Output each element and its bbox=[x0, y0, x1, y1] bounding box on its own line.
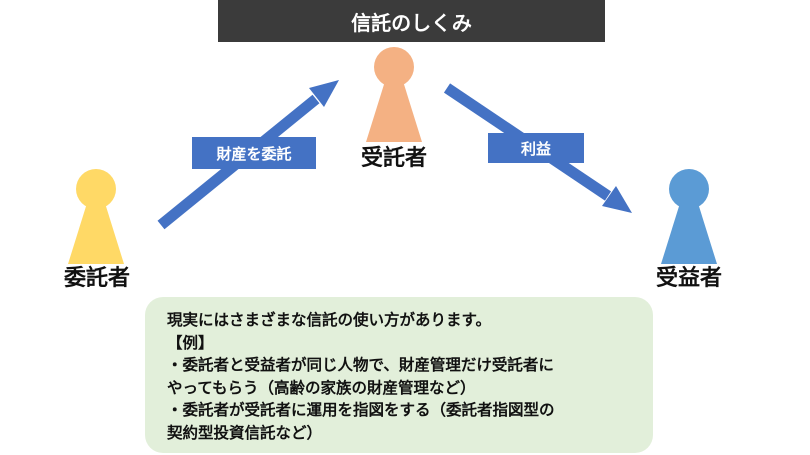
trustee-figure bbox=[366, 47, 422, 142]
settlor-figure bbox=[68, 169, 124, 264]
settlor-body bbox=[68, 203, 124, 264]
note-line: やってもらう（高齢の家族の財産管理など） bbox=[167, 378, 476, 397]
trustee-head bbox=[374, 47, 414, 87]
note-line: ・委託者と受益者が同じ人物で、財産管理だけ受託者に bbox=[167, 356, 554, 374]
beneficiary-figure bbox=[661, 169, 717, 264]
settlor-head bbox=[76, 169, 116, 209]
diagram-title: 信託のしくみ bbox=[218, 0, 605, 42]
note-line: ・委託者が受託者に運用を指図をする（委託者指図型の bbox=[167, 401, 555, 419]
note-line: 【例】 bbox=[167, 333, 214, 352]
examples-note: 現実にはさまざまな信託の使い方があります。 【例】 ・委託者と受益者が同じ人物で… bbox=[145, 297, 653, 453]
settlor-label: 委託者 bbox=[64, 266, 131, 291]
trustee-label: 受託者 bbox=[361, 146, 428, 171]
beneficiary-label: 受益者 bbox=[656, 266, 723, 291]
trustee-body bbox=[366, 81, 422, 142]
entrust-arrow-head bbox=[309, 80, 339, 107]
benefit-arrow-head bbox=[602, 186, 632, 213]
benefit-tag: 利益 bbox=[488, 133, 584, 163]
beneficiary-body bbox=[661, 203, 717, 264]
entrust-tag: 財産を委託 bbox=[192, 137, 316, 169]
beneficiary-head bbox=[669, 169, 709, 209]
note-line: 契約型投資信託など） bbox=[167, 423, 323, 442]
note-line: 現実にはさまざまな信託の使い方があります。 bbox=[167, 311, 491, 329]
